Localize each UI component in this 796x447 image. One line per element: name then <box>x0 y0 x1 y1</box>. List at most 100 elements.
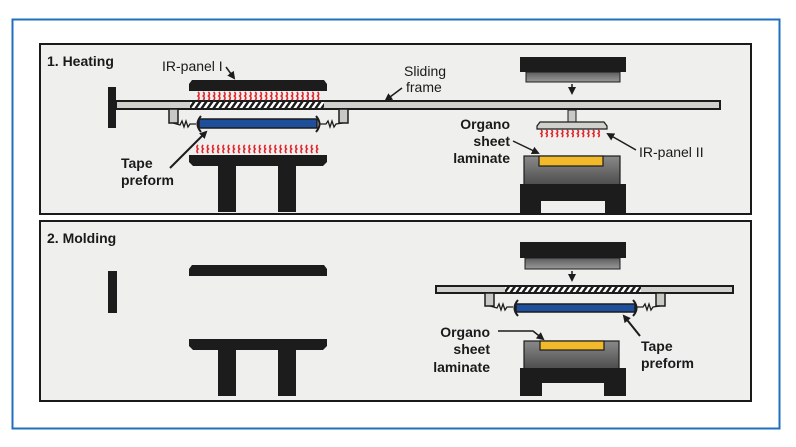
ir-wave <box>216 144 220 154</box>
organo-sheet <box>538 155 604 167</box>
leader-sliding-frame <box>384 87 403 102</box>
ir-wave <box>202 91 206 101</box>
frame-hatched-section <box>505 287 641 292</box>
leader-tape-preform <box>622 314 641 337</box>
ir-wave <box>274 91 278 101</box>
lower-heater-table <box>189 155 327 166</box>
ir-waves-panel-2 <box>539 129 601 138</box>
ir-wave <box>248 144 252 154</box>
ir-wave <box>284 144 288 154</box>
label-ir-panel-2: IR-panel II <box>639 144 704 160</box>
sliding-frame-bar <box>115 100 721 110</box>
ir-wave <box>227 144 231 154</box>
ir-wave <box>586 129 590 138</box>
lower-heater-leg-left <box>218 165 236 212</box>
ir-wave <box>222 91 226 101</box>
ir-wave <box>228 91 232 101</box>
ir-waves-upper <box>196 91 320 101</box>
ir-wave <box>211 144 215 154</box>
left-post <box>108 87 116 128</box>
ir-wave <box>253 144 257 154</box>
ir-wave <box>295 91 299 101</box>
ir-wave <box>259 91 263 101</box>
spring-left <box>172 118 196 130</box>
panel-molding-title: 2. Molding <box>47 230 116 246</box>
ir-wave <box>300 91 304 101</box>
ir-wave <box>539 129 543 138</box>
ir-wave <box>232 144 236 154</box>
ir-wave <box>206 144 210 154</box>
organo-sheet <box>539 340 605 351</box>
ir-wave <box>201 144 205 154</box>
leader-organo <box>512 140 540 155</box>
ir-wave <box>544 129 549 138</box>
label-organo-1: Organo <box>440 324 490 340</box>
ir-wave <box>258 144 262 154</box>
label-sliding-frame-1: Sliding <box>404 63 446 79</box>
ir-waves-lower <box>196 144 319 154</box>
clamp-post-left <box>484 292 495 307</box>
lower-heater-leg-right <box>278 349 296 396</box>
label-tape-preform-1: Tape <box>121 155 153 171</box>
ir-wave <box>268 144 272 154</box>
spring-right <box>637 301 661 313</box>
ir-wave <box>576 129 580 138</box>
ir-wave <box>550 129 554 138</box>
lower-heater-leg-right <box>278 165 296 212</box>
ir-wave <box>305 144 309 154</box>
ir-wave <box>263 144 267 154</box>
label-tape-preform-2: preform <box>641 355 694 371</box>
ir-wave <box>254 91 258 101</box>
ir-wave <box>306 91 310 101</box>
label-organo-3: laminate <box>453 150 510 166</box>
spring-left <box>489 301 513 313</box>
panel-molding: 2. Molding Organo sheet laminate Ta <box>39 220 752 402</box>
label-organo-2: sheet <box>453 341 490 357</box>
panel-molding-bg <box>39 220 752 402</box>
leader-tape-preform <box>169 130 208 169</box>
upper-mold-insert <box>524 257 621 270</box>
panel-heating-bg <box>39 43 752 215</box>
ir-wave <box>269 91 273 101</box>
upper-mold-top <box>520 242 626 258</box>
spring-right <box>320 118 344 130</box>
ir-panel-1 <box>189 265 327 276</box>
ir-wave <box>560 129 564 138</box>
ir-wave <box>212 91 216 101</box>
ir-wave <box>316 91 320 101</box>
ir-wave <box>311 91 315 101</box>
ir-wave <box>565 129 569 138</box>
ir-wave <box>238 91 242 101</box>
ir-wave <box>237 144 241 154</box>
clamp-post-right <box>655 292 666 307</box>
ir-wave <box>222 144 226 154</box>
clamp-bracket-right <box>632 299 638 317</box>
ir-wave <box>294 144 298 154</box>
upper-mold-insert <box>525 71 621 83</box>
label-ir-panel-1: IR-panel I <box>162 58 223 74</box>
upper-mold-top <box>520 57 626 72</box>
panel-heating: 1. Heating <box>39 43 752 215</box>
clamp-bracket-left <box>513 299 519 317</box>
label-sliding-frame-2: frame <box>406 79 442 95</box>
clamp-bracket-right <box>315 115 321 133</box>
ir-wave <box>315 144 319 154</box>
tape-preform <box>515 303 636 313</box>
label-organo-2: sheet <box>473 133 510 149</box>
ir-wave <box>555 129 559 138</box>
ir-wave <box>581 129 585 138</box>
leader-ir-panel-1 <box>225 66 236 80</box>
label-tape-preform-2: preform <box>121 172 174 188</box>
label-organo-1: Organo <box>460 116 510 132</box>
ir-wave <box>248 91 252 101</box>
ir-wave <box>290 91 294 101</box>
ir-wave <box>591 129 595 138</box>
clamp-post-right <box>338 108 349 124</box>
lower-mold-base <box>520 368 626 396</box>
frame-hatched-section <box>190 102 324 108</box>
ir-wave <box>217 91 221 101</box>
panel-heating-title: 1. Heating <box>47 53 114 69</box>
ir-wave <box>233 91 237 101</box>
clamp-post-left <box>168 108 179 124</box>
ir-wave <box>264 91 268 101</box>
